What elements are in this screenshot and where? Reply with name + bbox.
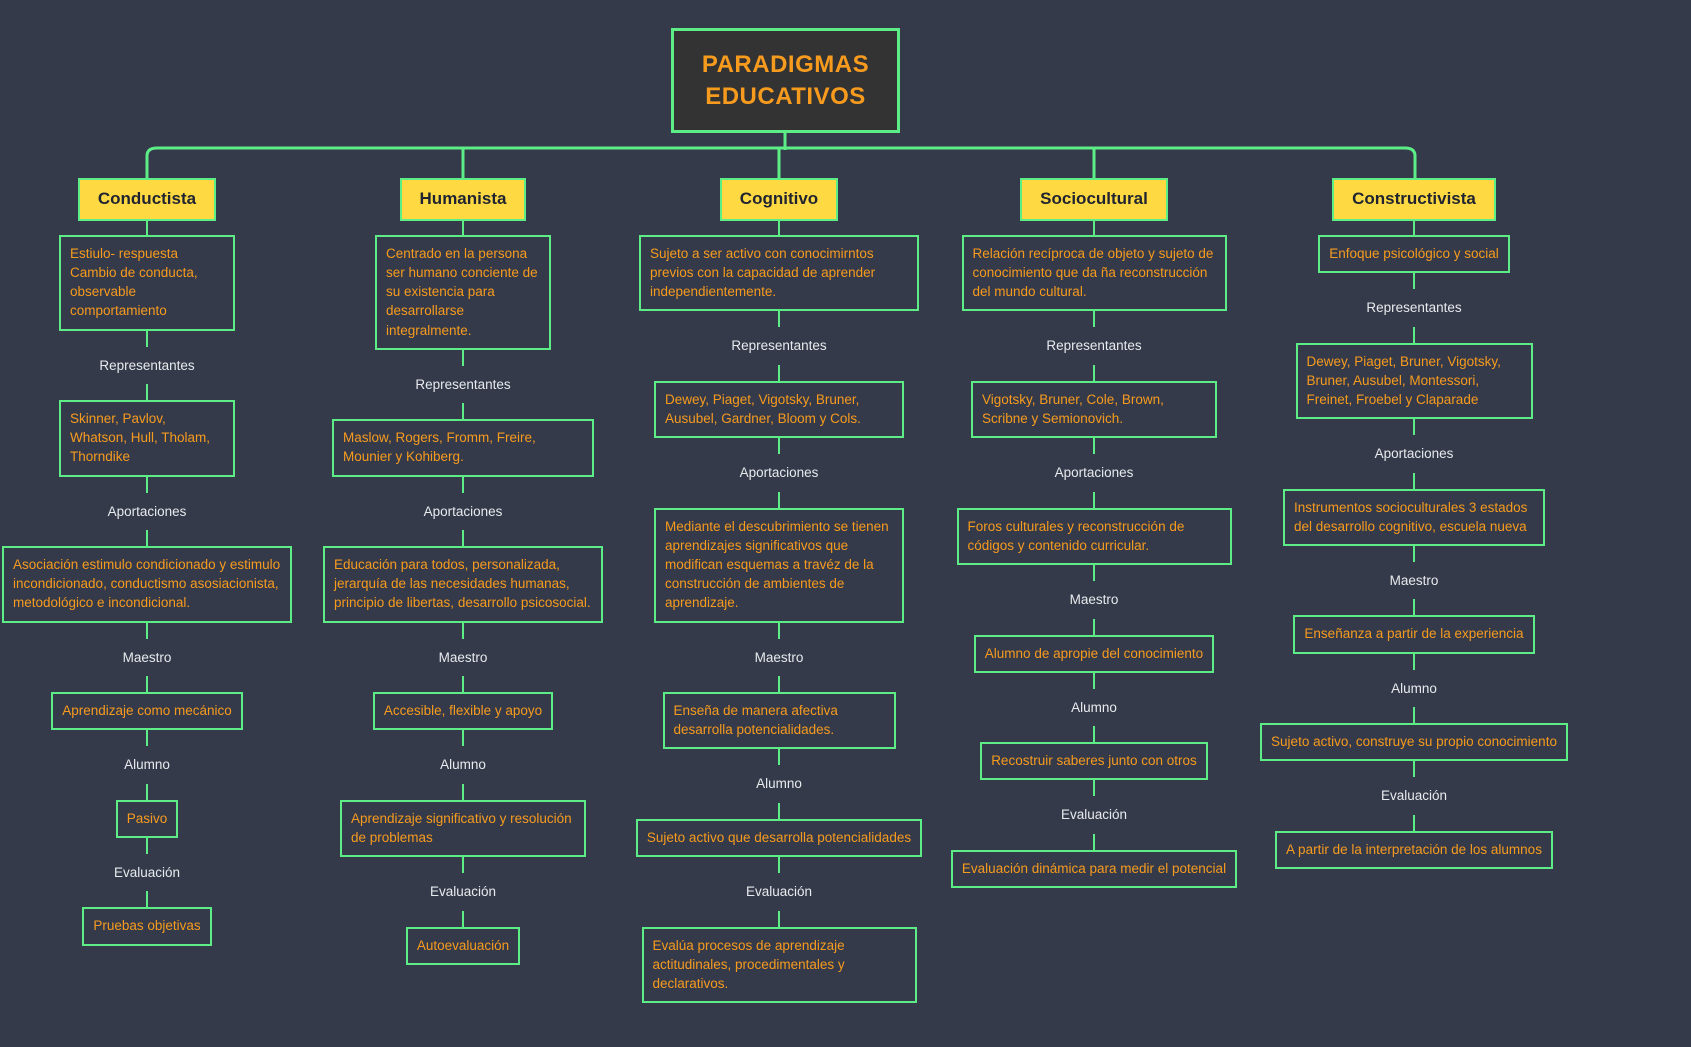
card-maestro-cognitivo: Enseña de manera afectiva desarrolla pot… <box>662 692 896 750</box>
card-aportaciones-conductista: Asociación estimulo condicionado y estim… <box>2 546 292 623</box>
card-alumno-humanista: Aprendizaje significativo y resolución d… <box>340 799 586 858</box>
link-label-representantes-3: Representantes <box>1046 338 1142 354</box>
link-label-maestro-0: Maestro <box>122 649 172 665</box>
link-label-evaluacion-4: Evaluación <box>1380 788 1448 804</box>
branch-title-humanista[interactable]: Humanista <box>399 178 527 221</box>
link-label-aportaciones-4: Aportaciones <box>1374 446 1454 462</box>
card-aportaciones-sociocultural: Foros culturales y reconstrucción de cód… <box>956 507 1232 566</box>
link-label-alumno-0: Alumno <box>124 757 170 773</box>
link-label-aportaciones-2: Aportaciones <box>739 465 819 481</box>
link-label-evaluacion-3: Evaluación <box>1060 807 1128 823</box>
card-maestro-constructivista: Enseñanza a partir de la experiencia <box>1293 615 1535 654</box>
branch-title-constructivista[interactable]: Constructivista <box>1332 178 1496 221</box>
card-representantes-cognitivo: Dewey, Piaget, Vigotsky, Bruner, Ausubel… <box>654 380 904 439</box>
branch-column-sociocultural: Sociocultural Relación recíproca de obje… <box>939 178 1249 889</box>
card-alumno-cognitivo: Sujeto activo que desarrolla potencialid… <box>635 818 923 858</box>
card-alumno-sociocultural: Recostruir saberes junto con otros <box>980 742 1208 781</box>
link-label-alumno-4: Alumno <box>1391 680 1437 696</box>
card-maestro-conductista: Aprendizaje como mecánico <box>51 692 243 731</box>
link-label-evaluacion-0: Evaluación <box>113 864 181 880</box>
link-label-representantes-0: Representantes <box>99 357 195 373</box>
branch-title-conductista[interactable]: Conductista <box>77 178 217 221</box>
link-label-representantes-1: Representantes <box>415 376 511 392</box>
branch-column-cognitivo: Cognitivo Sujeto a ser activo con conoci… <box>624 178 934 1003</box>
card-definition-sociocultural: Relación recíproca de objeto y sujeto de… <box>961 235 1227 312</box>
link-label-evaluacion-1: Evaluación <box>429 884 497 900</box>
root-title-line1: PARADIGMAS <box>701 50 870 78</box>
card-alumno-constructivista: Sujeto activo, construye su propio conoc… <box>1260 723 1568 762</box>
card-evaluacion-conductista: Pruebas objetivas <box>82 907 212 946</box>
card-aportaciones-humanista: Educación para todos, personalizada, jer… <box>323 546 603 623</box>
card-maestro-sociocultural: Alumno de apropie del conocimiento <box>973 634 1215 673</box>
link-label-aportaciones-0: Aportaciones <box>107 503 187 519</box>
link-label-maestro-3: Maestro <box>1069 592 1119 608</box>
card-aportaciones-cognitivo: Mediante el descubrimiento se tienen apr… <box>654 507 904 623</box>
branch-column-humanista: Humanista Centrado en la persona ser hum… <box>308 178 618 965</box>
card-alumno-conductista: Pasivo <box>115 799 179 838</box>
card-evaluacion-sociocultural: Evaluación dinámica para medir el potenc… <box>950 849 1238 889</box>
branch-column-constructivista: Constructivista Enfoque psicológico y so… <box>1259 178 1569 869</box>
link-label-maestro-1: Maestro <box>438 649 488 665</box>
link-label-maestro-4: Maestro <box>1389 572 1439 588</box>
card-definition-constructivista: Enfoque psicológico y social <box>1318 235 1510 274</box>
link-label-aportaciones-3: Aportaciones <box>1054 465 1134 481</box>
card-definition-humanista: Centrado en la persona ser humano concie… <box>375 235 551 350</box>
card-evaluacion-cognitivo: Evalúa procesos de aprendizaje actitudin… <box>641 926 917 1003</box>
link-label-maestro-2: Maestro <box>754 649 804 665</box>
card-definition-cognitivo: Sujeto a ser activo con conocimirntos pr… <box>639 235 919 312</box>
root-title-line2: EDUCATIVOS <box>705 82 866 110</box>
card-representantes-conductista: Skinner, Pavlov, Whatson, Hull, Tholam, … <box>59 400 235 477</box>
card-definition-conductista: Estiulo- respuesta Cambio de conducta, o… <box>59 235 235 331</box>
branch-title-cognitivo[interactable]: Cognitivo <box>719 178 839 221</box>
card-aportaciones-constructivista: Instrumentos socioculturales 3 estados d… <box>1283 488 1545 546</box>
root-node: PARADIGMAS EDUCATIVOS <box>671 28 900 133</box>
link-label-representantes-4: Representantes <box>1366 300 1462 316</box>
card-evaluacion-humanista: Autoevaluación <box>405 926 521 965</box>
card-representantes-constructivista: Dewey, Piaget, Bruner, Vigotsky, Bruner,… <box>1295 342 1533 420</box>
link-label-alumno-3: Alumno <box>1071 699 1117 715</box>
link-label-alumno-2: Alumno <box>756 776 802 792</box>
link-label-alumno-1: Alumno <box>440 757 486 773</box>
link-label-evaluacion-2: Evaluación <box>745 884 813 900</box>
card-maestro-humanista: Accesible, flexible y apoyo <box>372 692 554 731</box>
card-representantes-sociocultural: Vigotsky, Bruner, Cole, Brown, Scribne y… <box>971 380 1217 439</box>
link-label-representantes-2: Representantes <box>731 338 827 354</box>
link-label-aportaciones-1: Aportaciones <box>423 503 503 519</box>
card-evaluacion-constructivista: A partir de la interpretación de los alu… <box>1275 830 1553 869</box>
card-representantes-humanista: Maslow, Rogers, Fromm, Freire, Mounier y… <box>332 419 594 477</box>
branch-column-conductista: Conductista Estiulo- respuesta Cambio de… <box>0 178 302 946</box>
branch-title-sociocultural[interactable]: Sociocultural <box>1020 178 1168 221</box>
